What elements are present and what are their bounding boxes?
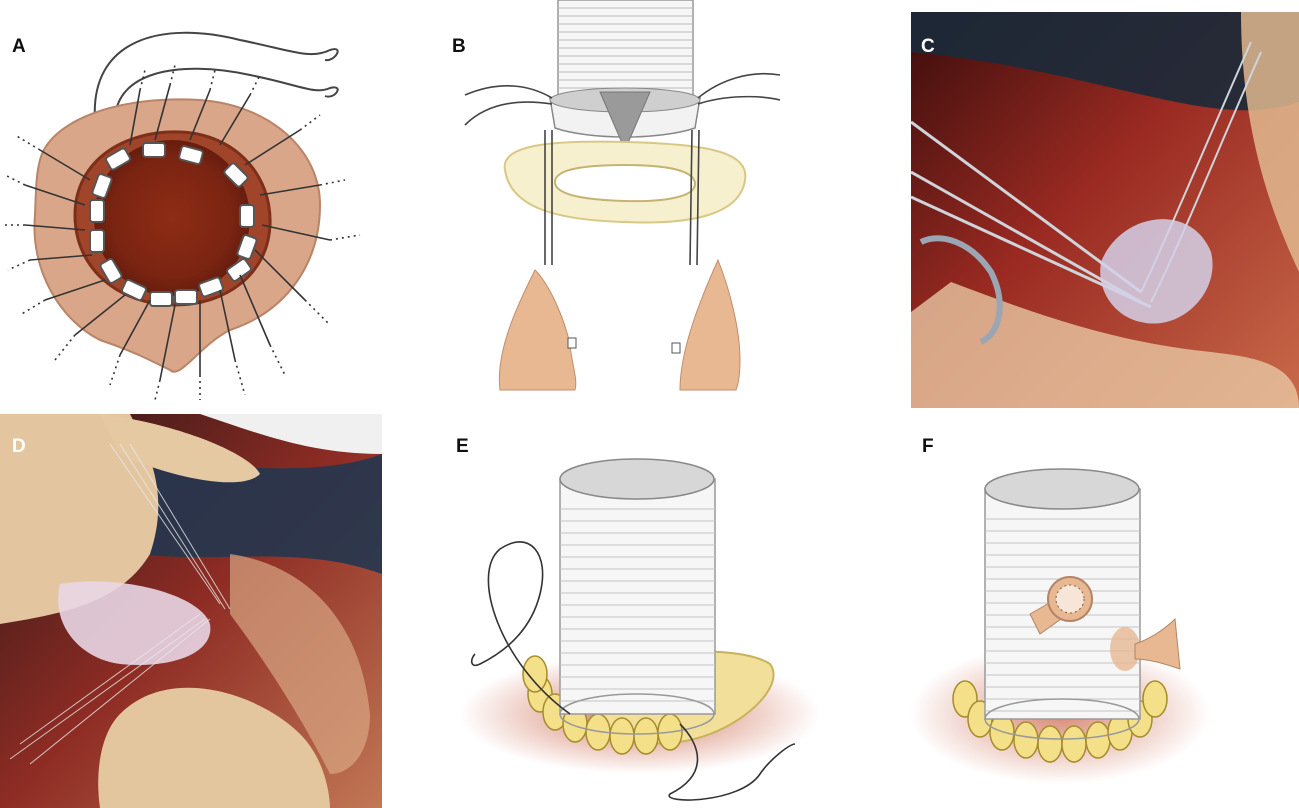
panel-d-label: D <box>12 436 26 458</box>
operative-photo-d <box>0 414 382 808</box>
graft-tube-e <box>560 459 715 734</box>
panel-c-label: C <box>921 36 935 58</box>
panel-d: D <box>0 414 382 808</box>
panel-f: F <box>910 414 1299 808</box>
graft-seating-illustration <box>440 0 800 405</box>
graft-felt-anastomosis <box>440 414 820 808</box>
panel-e: E <box>440 414 820 808</box>
annulus-pledget-illustration <box>0 0 430 405</box>
graft-coronary-reimplant <box>910 414 1299 808</box>
graft-tube <box>558 0 693 100</box>
panel-e-label: E <box>456 436 469 458</box>
operative-photo-c <box>911 12 1299 408</box>
left-hand-tissue <box>499 270 575 390</box>
panel-c: C <box>911 12 1299 408</box>
right-hand-tissue <box>680 260 740 390</box>
panel-b-label: B <box>452 36 466 58</box>
panel-b: B <box>440 0 800 405</box>
panel-f-label: F <box>922 436 934 458</box>
panel-a: A <box>0 0 430 405</box>
panel-a-label: A <box>12 36 26 58</box>
